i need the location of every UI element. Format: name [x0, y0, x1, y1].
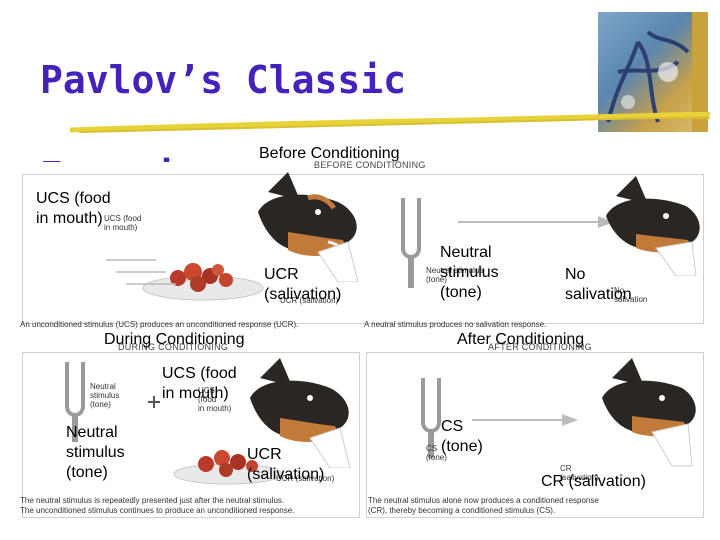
arrow-before: [458, 216, 614, 228]
caption-during-line1: The neutral stimulus is repeatedly prese…: [20, 496, 285, 505]
dog-head-during: [250, 358, 351, 468]
plus-icon: [148, 396, 160, 408]
food-bowl-during: [173, 450, 283, 485]
fig-label-ucr-during: UCR (salivation): [276, 474, 335, 483]
fig-label-ucs-d-line2: (food: [198, 395, 217, 404]
section-after-conditioning: After Conditioning: [457, 331, 585, 348]
panel-during: [22, 352, 360, 518]
fig-label-no-salivation: No salivation: [614, 286, 647, 304]
label-neutral-during: Neutral stimulus (tone): [66, 423, 125, 483]
fig-label-ucs-line1: UCS (food: [104, 214, 142, 223]
label-ucr-before-line1: UCR: [264, 266, 299, 283]
label-ucs-during-line2: in mouth): [162, 385, 229, 402]
label-neutral-before-line2: stimulus: [440, 264, 499, 281]
food-bowl-before: [142, 263, 264, 301]
fig-label-ucs-line2: in mouth): [104, 223, 138, 232]
fig-label-neutral-line1: Neutral stimulus: [426, 266, 484, 275]
fig-label-neutral-d-line1: Neutral: [90, 382, 116, 391]
title-underline: [70, 112, 710, 133]
caption-after-line2: (CR), thereby becoming a conditioned sti…: [368, 506, 556, 515]
label-neutral-during-line2: stimulus: [66, 444, 125, 461]
caption-before-right: A neutral stimulus produces no salivatio…: [364, 320, 547, 329]
label-no-salivation-line1: No: [565, 266, 586, 283]
label-no-salivation-line2: salivation: [565, 286, 632, 303]
fig-label-cr-after: CR (salivation): [560, 464, 599, 482]
fig-label-neutral-line2: (tone): [426, 275, 447, 284]
label-neutral-during-line1: Neutral: [66, 424, 118, 441]
fig-label-no-line1: No: [614, 286, 625, 295]
label-cr-after: CR (salivation): [541, 473, 646, 490]
dog-head-before-left: [258, 172, 359, 282]
fig-label-neutral-d-line2: stimulus: [90, 391, 120, 400]
fig-label-ucs-d-line3: in mouth): [198, 404, 232, 413]
fig-label-ucs-before: UCS (food in mouth): [104, 214, 141, 232]
caption-after-line1: The neutral stimulus alone now produces …: [368, 496, 599, 505]
arrow-after: [472, 414, 578, 426]
fig-label-cs-line1: CS: [426, 444, 438, 453]
section-during-conditioning: During Conditioning: [104, 331, 245, 348]
fig-label-ucs-d-line1: UCS: [198, 386, 215, 395]
caption-before-left: An unconditioned stimulus (UCS) produces…: [20, 320, 299, 329]
tuning-fork-before: [401, 198, 421, 288]
fig-label-cs-line2: (tone): [426, 453, 447, 462]
fig-cap-before: Before conditioning: [314, 160, 426, 170]
panel-after: [366, 352, 704, 518]
label-ucs-before-line2: in mouth): [36, 210, 103, 227]
label-neutral-during-line3: (tone): [66, 464, 108, 481]
fig-label-cs-after: CS (tone): [426, 444, 447, 462]
label-ucr-during: UCR (salivation): [247, 445, 324, 485]
panel-before: [22, 174, 704, 324]
label-cs-after-line1: CS: [441, 418, 464, 435]
dog-head-before-right: [606, 176, 700, 276]
tuning-fork-after: [421, 378, 441, 458]
label-neutral-before-line3: (tone): [440, 284, 482, 301]
label-ucr-before-line2: (salivation): [264, 286, 342, 303]
fig-cap-during: During conditioning: [118, 342, 229, 352]
caption-during: The neutral stimulus is repeatedly prese…: [20, 496, 360, 516]
fig-label-ucs-during: UCS (food in mouth): [198, 386, 231, 413]
book-cover-image: [598, 12, 708, 132]
fig-label-cr-line1: CR: [560, 464, 572, 473]
book-cover-art: [606, 30, 690, 123]
fig-label-ucr-before: UCR (salivation): [280, 296, 339, 305]
caption-after: The neutral stimulus alone now produces …: [368, 496, 702, 516]
label-ucr-before: UCR (salivation): [264, 265, 341, 305]
motion-lines-before: [106, 259, 176, 285]
fig-label-cr-line2: (salivation): [560, 473, 599, 482]
label-neutral-before: Neutral stimulus (tone): [440, 243, 499, 303]
label-ucs-before-line1: UCS (food: [36, 190, 111, 207]
label-ucs-during: UCS (food in mouth): [162, 364, 237, 404]
fig-label-no-line2: salivation: [614, 295, 648, 304]
caption-during-line2: The unconditioned stimulus continues to …: [20, 506, 295, 515]
label-cs-after: CS (tone): [441, 417, 483, 457]
fig-cap-after: After conditioning: [488, 342, 592, 352]
fig-label-neutral-d-line3: (tone): [90, 400, 111, 409]
dog-head-after: [602, 358, 696, 467]
section-before-conditioning: Before Conditioning: [259, 145, 400, 162]
book-spine: [692, 12, 708, 132]
fig-label-neutral-before: Neutral stimulus (tone): [426, 266, 483, 284]
label-cs-after-line2: (tone): [441, 438, 483, 455]
label-no-salivation: No salivation: [565, 265, 632, 305]
conditioning-figure: Before conditioning During conditioning …: [18, 160, 708, 532]
label-ucs-during-line1: UCS (food: [162, 365, 237, 382]
label-ucs-before: UCS (food in mouth): [36, 189, 111, 229]
title-line-1: Pavlov’s Classic: [40, 58, 407, 102]
label-neutral-before-line1: Neutral: [440, 244, 492, 261]
label-ucr-during-line1: UCR: [247, 446, 282, 463]
fig-label-neutral-during: Neutral stimulus (tone): [90, 382, 119, 409]
label-ucr-during-line2: (salivation): [247, 466, 325, 483]
tuning-fork-during: [65, 362, 85, 442]
